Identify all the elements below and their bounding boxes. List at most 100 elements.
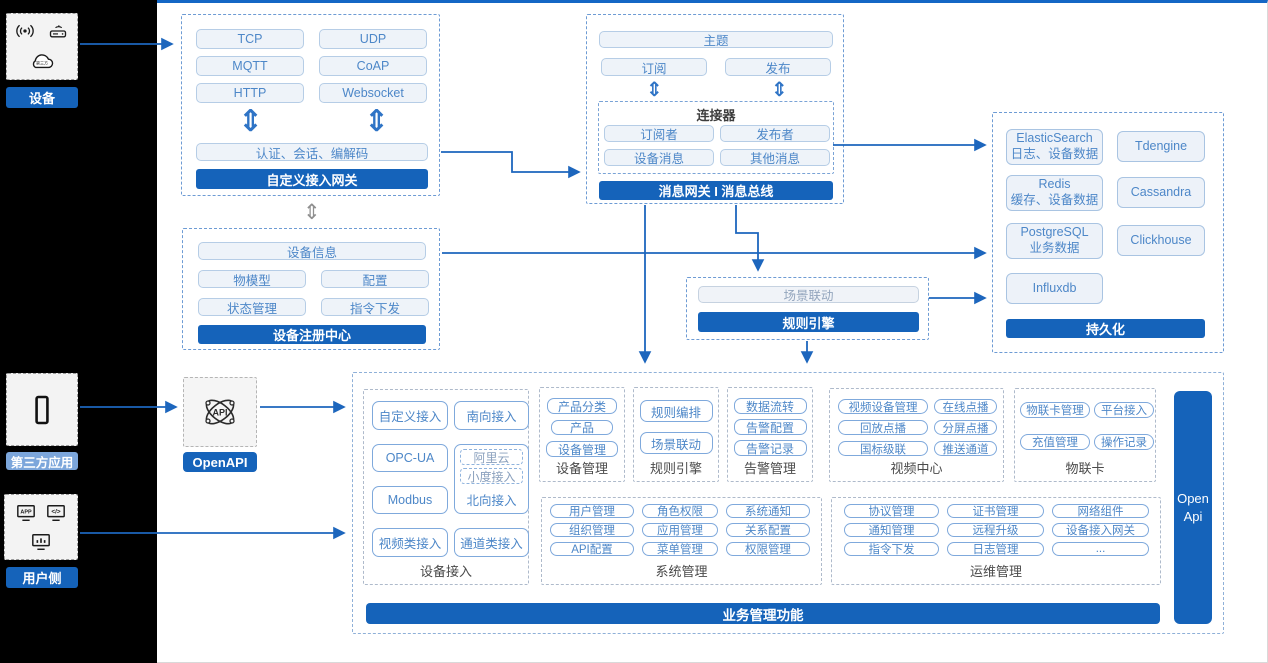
feature-pill: 证书管理 [947, 504, 1044, 518]
section-label: 设备接入 [419, 564, 472, 579]
feature-pill: 国标级联 [838, 441, 928, 456]
auth-layer-pill: 认证、会话、编解码 [196, 143, 428, 161]
feature-pill: 数据流转 [733, 398, 807, 414]
app-monitor-icon: APP [15, 503, 37, 523]
topic-pill: 主题 [599, 31, 833, 48]
registry-pill: 状态管理 [198, 298, 306, 316]
north-access-label: 北向接入 [466, 493, 517, 508]
svg-text:</>: </> [51, 508, 60, 515]
section-rule-engine: 规则编排 场景联动 规则引擎 [633, 387, 719, 482]
device-info-pill: 设备信息 [198, 242, 426, 260]
store-cell: Clickhouse [1117, 225, 1205, 256]
protocol-pill: TCP [196, 29, 304, 49]
store-cell: Influxdb [1006, 273, 1103, 304]
feature-pill: OPC-UA [372, 444, 448, 472]
svg-text:APP: APP [20, 509, 32, 515]
feature-pill: 关系配置 [726, 523, 810, 537]
registry-pill: 物模型 [198, 270, 306, 288]
updown-arrow-icon: ⇕ [364, 105, 390, 138]
protocol-pill: HTTP [196, 83, 304, 103]
message-bus-title-bar: 消息网关 I 消息总线 [599, 181, 833, 200]
updown-arrow-icon: ⇕ [646, 79, 663, 101]
feature-pill: ... [1052, 542, 1149, 556]
feature-pill: 系统通知 [726, 504, 810, 518]
section-label: 运维管理 [969, 564, 1022, 579]
feature-pill: 通知管理 [844, 523, 939, 537]
feature-pill: 角色权限 [642, 504, 718, 518]
feature-pill: 协议管理 [844, 504, 939, 518]
feature-pill: 自定义接入 [372, 401, 448, 430]
feature-pill: Modbus [372, 486, 448, 514]
protocol-pill: UDP [319, 29, 427, 49]
section-label: 系统管理 [655, 564, 708, 579]
thirdparty-app-box [6, 373, 78, 446]
feature-pill: 产品分类 [547, 398, 617, 414]
section-alarm: 数据流转 告警配置 告警记录 告警管理 [727, 387, 813, 482]
feature-pill: 产品 [551, 420, 613, 435]
section-label: 设备管理 [555, 461, 608, 476]
feature-pill: 场景联动 [639, 432, 713, 454]
device-registry-box: 设备信息 物模型 配置 状态管理 指令下发 设备注册中心 [182, 228, 440, 350]
section-ops-mgmt: 协议管理 证书管理 网络组件 通知管理 远程升级 设备接入网关 指令下发 日志管… [831, 497, 1161, 585]
registry-pill: 配置 [321, 270, 429, 288]
feature-pill: API配置 [550, 542, 634, 556]
openapi-label: OpenAPI [183, 452, 257, 472]
updown-arrow-gray-icon: ⇕ [303, 201, 321, 224]
section-video-center: 视频设备管理 在线点播 回放点播 分屏点播 国标级联 推送通道 视频中心 [829, 388, 1004, 482]
feature-pill: 权限管理 [726, 542, 810, 556]
dashboard-icon [29, 532, 53, 552]
protocol-pill: Websocket [319, 83, 427, 103]
feature-pill: 分屏点播 [934, 420, 997, 435]
feature-pill: 视频类接入 [372, 528, 448, 557]
business-title-bar: 业务管理功能 [366, 603, 1160, 624]
section-iot-card: 物联卡管理 平台接入 充值管理 操作记录 物联卡 [1014, 388, 1156, 482]
feature-pill: 推送通道 [934, 441, 997, 456]
updown-arrow-icon: ⇕ [771, 79, 788, 101]
thirdparty-cloud-icon: 第三方 [27, 50, 57, 72]
store-cell: Cassandra [1117, 177, 1205, 208]
user-side-box: APP </> [4, 494, 78, 560]
user-side-label: 用户侧 [6, 567, 78, 588]
rule-engine-box: 场景联动 规则引擎 [686, 277, 929, 340]
phone-icon [29, 393, 55, 427]
feature-pill: 在线点播 [934, 399, 997, 414]
store-cell: Tdengine [1117, 131, 1205, 162]
updown-arrow-icon: ⇕ [238, 105, 264, 138]
north-sub-pill: 阿里云 [460, 449, 523, 465]
thirdparty-label: 第三方应用 [6, 452, 78, 470]
rule-engine-title-bar: 规则引擎 [698, 312, 919, 332]
device-label: 设备 [6, 87, 78, 108]
message-bus-box: 主题 订阅 发布 ⇕ ⇕ 连接器 订阅者 发布者 设备消息 其他消息 消息网关 … [586, 14, 844, 204]
north-access-box: 阿里云 小度接入 北向接入 [454, 444, 529, 514]
connector-pill: 订阅者 [604, 125, 714, 142]
connector-box: 连接器 订阅者 发布者 设备消息 其他消息 [598, 101, 834, 174]
persistence-title-bar: 持久化 [1006, 319, 1205, 338]
registry-title-bar: 设备注册中心 [198, 325, 426, 344]
section-system-mgmt: 用户管理 角色权限 系统通知 组织管理 应用管理 关系配置 API配置 菜单管理… [541, 497, 822, 585]
feature-pill: 视频设备管理 [838, 399, 928, 414]
custom-gateway-box: TCP UDP MQTT CoAP HTTP Websocket ⇕ ⇕ 认证、… [181, 14, 440, 196]
feature-pill: 操作记录 [1094, 434, 1154, 450]
feature-pill: 用户管理 [550, 504, 634, 518]
feature-pill: 告警记录 [733, 440, 807, 456]
scene-linkage-pill: 场景联动 [698, 286, 919, 303]
section-label: 物联卡 [1065, 461, 1105, 476]
feature-pill: 网络组件 [1052, 504, 1149, 518]
feature-pill: 设备接入网关 [1052, 523, 1149, 537]
feature-pill: 物联卡管理 [1020, 402, 1090, 418]
section-label: 视频中心 [890, 461, 943, 476]
feature-pill: 指令下发 [844, 542, 939, 556]
connector-pill: 其他消息 [720, 149, 830, 166]
protocol-pill: CoAP [319, 56, 427, 76]
feature-pill: 平台接入 [1094, 402, 1154, 418]
feature-pill: 应用管理 [642, 523, 718, 537]
section-label: 告警管理 [743, 461, 796, 476]
gateway-title-bar: 自定义接入网关 [196, 169, 428, 189]
feature-pill: 组织管理 [550, 523, 634, 537]
business-panel: 自定义接入 南向接入 OPC-UA 阿里云 小度接入 北向接入 Modbus 视… [352, 372, 1224, 634]
section-device-mgmt: 产品分类 产品 设备管理 设备管理 [539, 387, 625, 482]
svg-text:API: API [212, 408, 227, 418]
